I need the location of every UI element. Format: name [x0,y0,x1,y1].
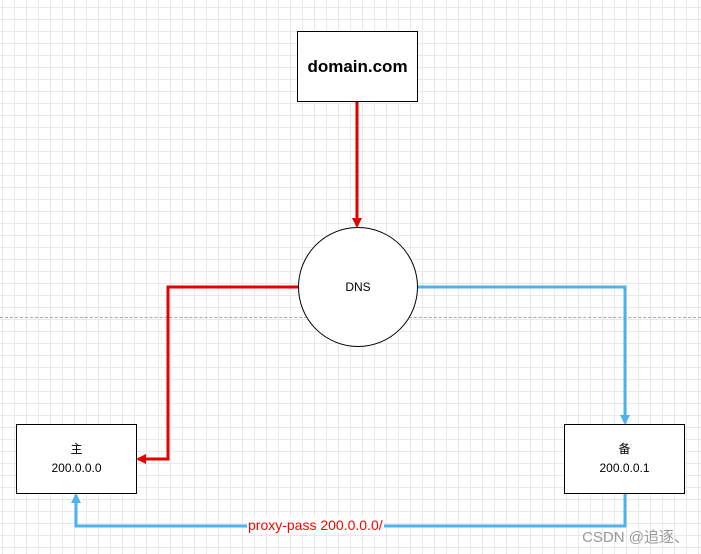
domain-node[interactable]: domain.com [297,31,418,102]
primary-title: 主 [70,442,83,456]
primary-server-node[interactable]: 主 200.0.0.0 [16,424,137,494]
backup-server-node[interactable]: 备 200.0.0.1 [564,424,685,494]
domain-label: domain.com [307,56,408,76]
edge-dns-to-backup [418,285,630,425]
csdn-watermark: CSDN @追逐、 [582,529,689,546]
dns-node[interactable]: DNS [298,227,418,347]
proxy-pass-label: proxy-pass 200.0.0.0/ [247,517,384,533]
edge-dns-to-primary [136,285,298,464]
dns-label: DNS [345,280,371,294]
backup-title: 备 [618,442,631,456]
primary-ip: 200.0.0.0 [51,461,102,475]
backup-ip: 200.0.0.1 [599,461,650,475]
